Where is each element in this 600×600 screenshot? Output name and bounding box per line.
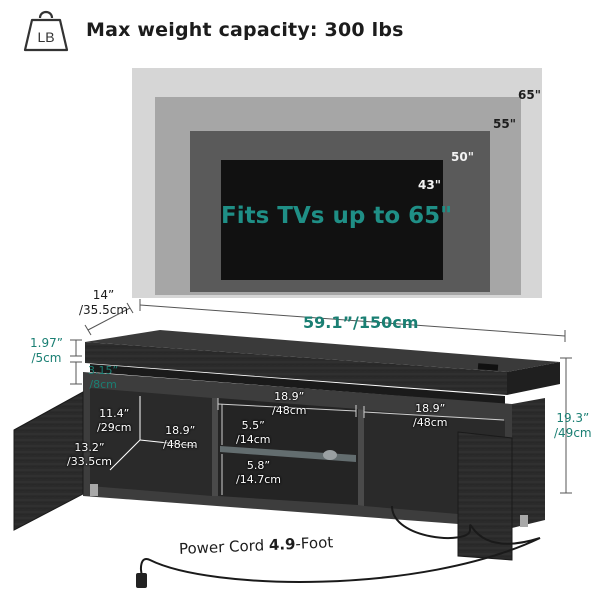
weight-capacity-label: Max weight capacity: 300 lbs [86,19,404,41]
tv-size-43-label: 43" [418,178,441,192]
right-cabinet-door [457,431,513,561]
led-gap [90,364,505,404]
left-cabinet-door [13,391,84,531]
left-inner-height-label: 11.4”/29cm [97,407,132,434]
weight-icon-text: LB [37,29,54,45]
left-inner-width-label: 18.9”/48cm [163,424,198,451]
depth-label: 14”/35.5cm [79,288,129,317]
top-thickness-dimension-line [70,339,82,385]
top-height-label: 1.97”/5cm [30,336,63,365]
left-foot [90,484,98,496]
fits-tv-headline: Fits TVs up to 65" [221,203,453,229]
left-inner-depth-label: 13.2”/33.5cm [67,441,112,468]
width-dimension-line [139,299,566,342]
right-width-label: 18.9”/48cm [413,402,448,429]
glass-shelf [220,446,356,462]
depth-dimension-line [84,302,134,336]
shelf-lower-label: 5.8”/14.7cm [236,459,281,486]
tv-size-55-label: 55" [493,117,516,131]
tv-size-50-label: 50" [451,150,474,164]
width-label: 59.1”/150cm [303,313,419,332]
right-foot [520,515,528,527]
socket-icon [477,363,499,371]
tv-size-65-label: 65" [518,88,541,102]
left-inner-dimension-lines [109,396,197,471]
stand-top-slab [85,330,560,395]
shelf-upper-label: 5.5”/14cm [236,419,271,446]
height-dimension-line [560,357,572,494]
weight-icon: LB [20,6,72,54]
total-height-label: 19.3”/49cm [554,411,592,440]
top-gap-label: 3.15”/8cm [88,364,119,391]
tv-43-silhouette [221,160,443,280]
middle-width-dimension-line [217,398,505,421]
power-plug-icon [136,573,147,588]
left-compartment [90,388,212,496]
middle-width-label: 18.9”/48cm [272,390,307,417]
power-cord-line [140,505,541,583]
cable-hole [323,450,337,460]
